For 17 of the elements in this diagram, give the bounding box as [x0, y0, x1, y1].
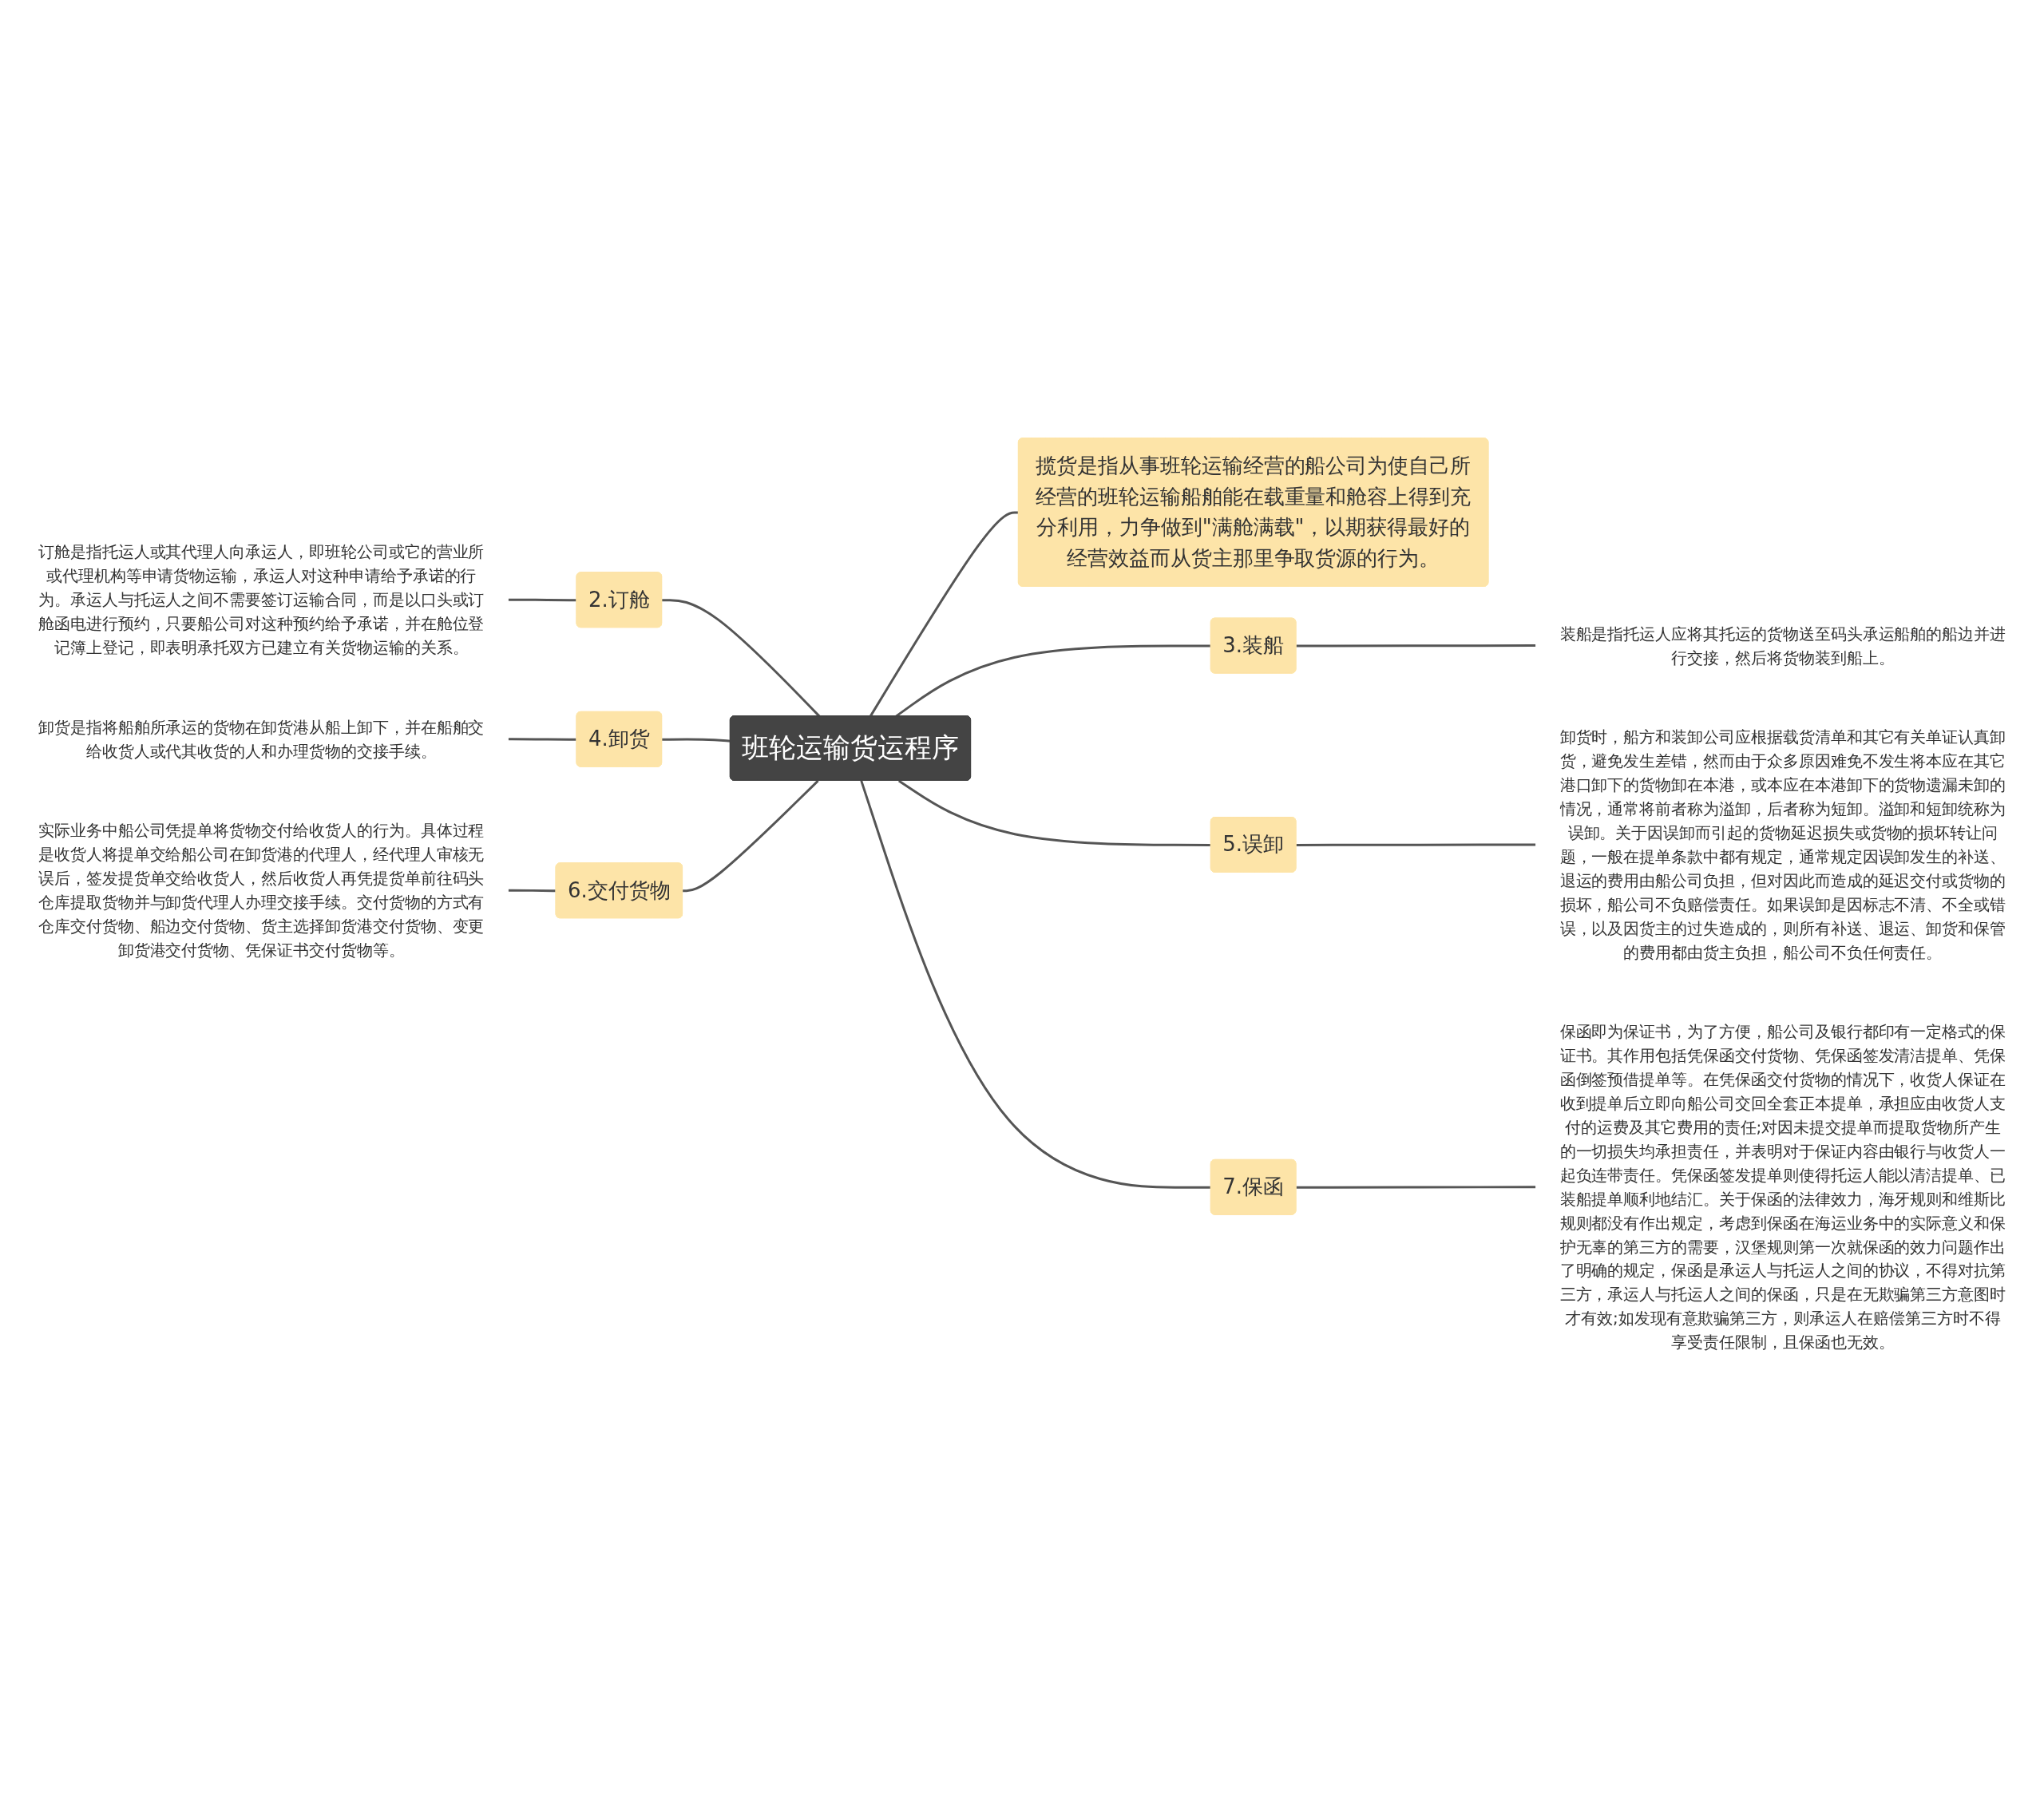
connector — [683, 779, 819, 893]
node-text: 卸货时，船方和装卸公司应根据载货清单和其它有关单证认真卸货，避免发生差错，然而由于众多原因难免不发生将本应在其它港口卸下的货物卸在本港，或本应在本港卸下的货物遗漏未卸的情况，通常将前者称为溢卸，后者称为短卸。溢卸和短卸统称为误卸。关于因误卸而引起的货物延迟损失或货物的损坏转让问题，一般在提单条款中都有规定，通常规定因误卸发生的补送、退运的费用由船公司负担，但对因此而造成的延迟交付或货物的损坏，船公司不负赔偿责任。如果误卸是因标志不清、不全或错误，以及因货主的过失造成的，则所有补送、退运、卸货和保管的费用都由货主负担，船公司不负任何责任。 — [1559, 727, 2006, 962]
node-text: 装船是指托运人应将其托运的货物送至码头承运船舶的船边并进行交接，然后将货物装到船上。 — [1559, 624, 2006, 667]
connector — [508, 738, 577, 741]
connector — [869, 511, 1019, 717]
connector — [860, 780, 1211, 1189]
node-text: 订舱是指托运人或其代理人向承运人，即班轮公司或它的营业所或代理机构等申请货物运输，承运人对这种申请给予承诺的行为。承运人与托运人之间不需要签订运输合同，而是以口头或订舱函电进行预约，只要船公司对这种预约给予承诺，并在舱位登记簿上登记，即表明承托双方已建立有关货物运输的关系。 — [38, 542, 485, 658]
node-text: 保函即为保证书，为了方便，船公司及银行都印有一定格式的保证书。其作用包括凭保函交付货物、凭保函签发清洁提单、凭保函倒签预借提单等。在凭保函交付货物的情况下，收货人保证在收到提单后立即向船公司交回全套正本提单，承担应由收货人支付的运费及其它费用的责任;对因未提交提单而提取货物所产生的一切损失均承担责任，并表明对于保证内容由银行与收货人一起负连带责任。凭保函签发提单则使得托运人能以清洁提单、已装船提单顺利地结汇。关于保函的法律效力，海牙规则和维斯比规则都没有作出规定，考虑到保函在海运业务中的实际意义和保护无辜的第三方的需要，汉堡规则第一次就保函的效力问题作出了明确的规定，保函是承运人与托运人之间的协议，不得对抗第三方，承运人与托运人之间的保函，只是在无欺骗第三方意图时才有效;如发现有意欺骗第三方，则承运人在赔偿第三方时不得享受责任限制，且保函也无效。 — [1559, 1022, 2006, 1353]
connector — [1296, 1186, 1536, 1189]
connector — [508, 598, 577, 602]
connector — [662, 738, 731, 743]
connector — [1296, 644, 1536, 648]
connector — [897, 779, 1211, 846]
connector — [1296, 843, 1536, 846]
connector — [508, 889, 557, 893]
node-text: 卸货是指将船舶所承运的货物在卸货港从船上卸下，并在船舶交给收货人或代其收货的人和办理货物的交接手续。 — [38, 717, 485, 761]
node-text: 实际业务中船公司凭提单将货物交付给收货人的行为。具体过程是收货人将提单交给船公司在卸货港的代理人，经代理人审核无误后，签发提货单交给收货人，然后收货人再凭提货单前往码头仓库提取货物并与卸货代理人办理交接手续。交付货物的方式有仓库交付货物、船边交付货物、货主选择卸货港交付货物、变更卸货港交付货物、凭保证书交付货物等。 — [38, 821, 485, 960]
